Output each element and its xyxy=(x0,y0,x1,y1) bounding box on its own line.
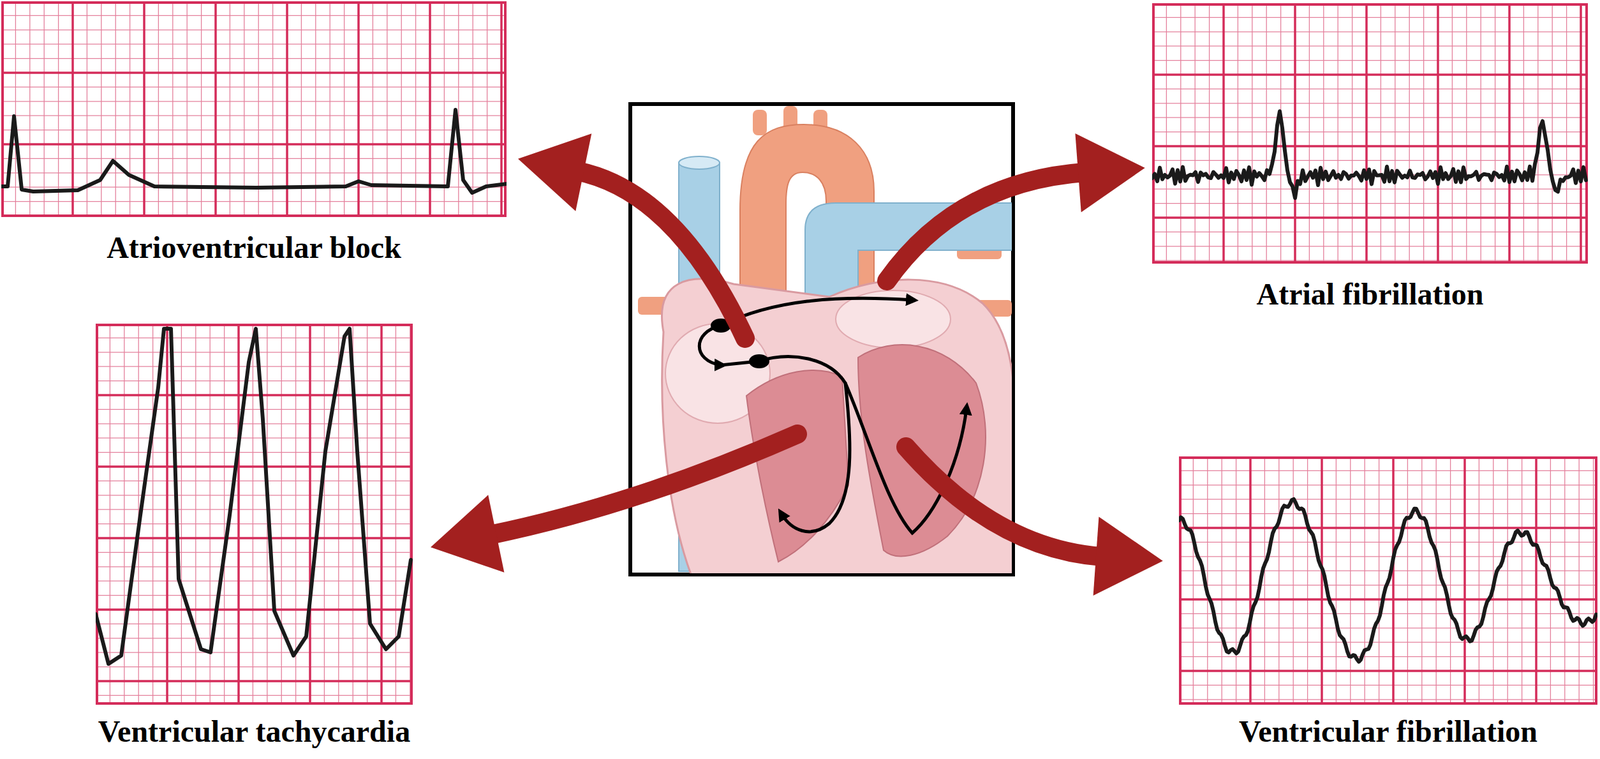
rhythm-label: Atrial fibrillation xyxy=(1256,276,1484,312)
aortic-branch xyxy=(752,109,767,136)
ecg-panel: Ventricular fibrillation xyxy=(1178,456,1598,705)
av-node xyxy=(748,354,770,369)
rhythm-label: Atrioventricular block xyxy=(106,229,402,265)
rhythm-label: Ventricular fibrillation xyxy=(1238,713,1538,749)
ecg-trace xyxy=(1,109,507,193)
septum-muscle xyxy=(746,370,849,562)
ecg-border xyxy=(2,2,506,216)
ecg-grid xyxy=(1,1,507,217)
ecg-trace xyxy=(1152,111,1586,198)
ecg-border xyxy=(1153,4,1587,263)
ecg-grid xyxy=(1152,3,1588,264)
arrow-head xyxy=(1074,133,1145,213)
arrow-shaft xyxy=(905,446,1103,557)
arrow-head xyxy=(430,494,504,572)
ecg-trace xyxy=(1178,498,1597,662)
arrow-shaft xyxy=(886,172,1085,281)
ecg-panel: Atrioventricular block xyxy=(1,1,507,217)
heart-body xyxy=(662,278,1012,573)
ecg-border xyxy=(96,324,412,704)
vena-cava-opening xyxy=(678,156,720,170)
arrow-shaft xyxy=(577,170,746,339)
ecg-panel: Atrial fibrillation xyxy=(1152,3,1588,264)
ecg-panel: Ventricular tachycardia xyxy=(95,323,413,705)
arrow-head xyxy=(518,133,592,211)
arrow-head xyxy=(1093,516,1163,596)
arrow-shaft xyxy=(489,433,798,535)
ecg-trace xyxy=(95,328,411,664)
rhythm-label: Ventricular tachycardia xyxy=(98,713,411,749)
ecg-grid xyxy=(1178,456,1598,705)
red-arrows xyxy=(430,133,1163,596)
ecg-grid xyxy=(95,323,413,705)
